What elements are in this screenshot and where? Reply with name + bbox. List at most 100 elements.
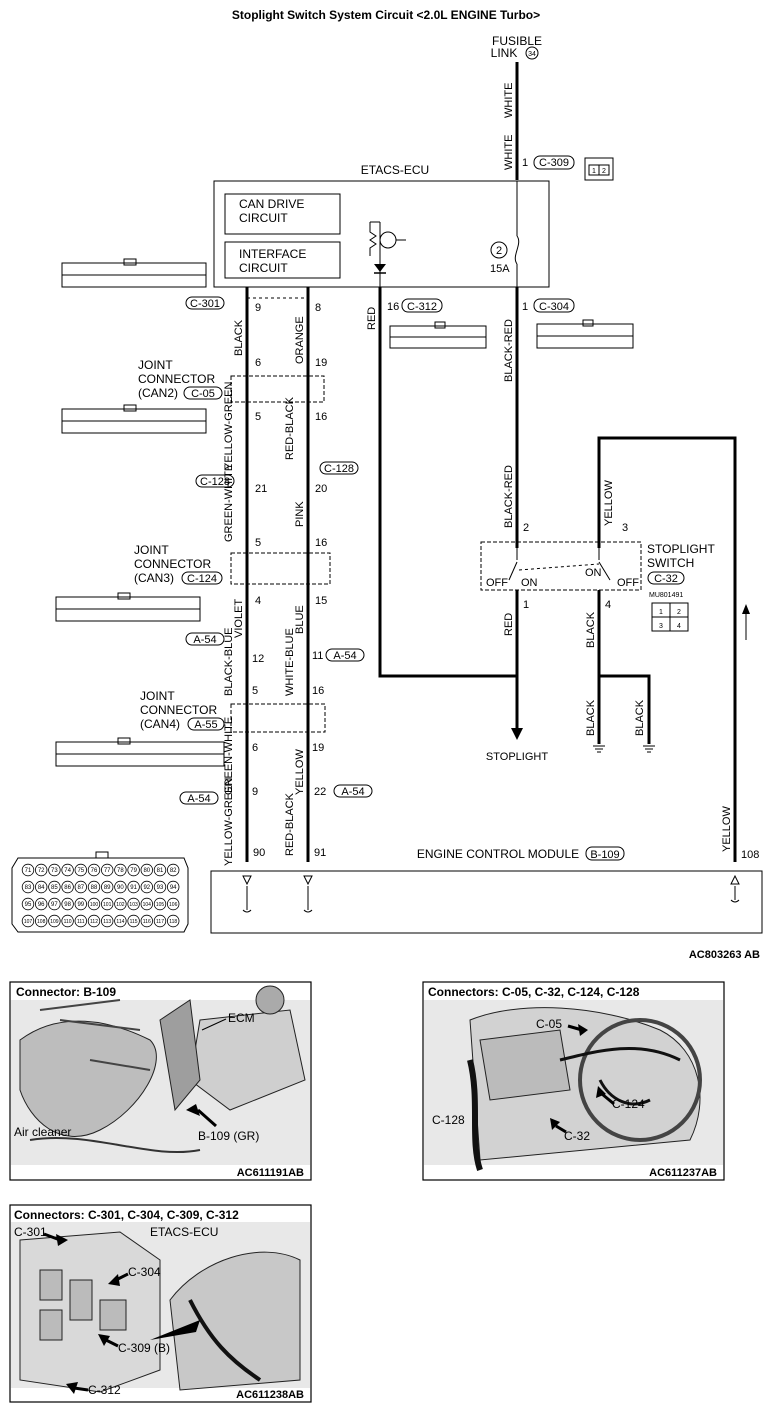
- ecm-pin-label-81: 81: [157, 868, 164, 874]
- switch-blade-b: [598, 561, 611, 581]
- connector-c124-label: C-124: [187, 573, 217, 585]
- ecm-pin-label-78: 78: [117, 868, 124, 874]
- pin-108-ecm: 108: [741, 849, 759, 861]
- can-drive-label-1: CAN DRIVE: [239, 197, 304, 211]
- connector-tag-a54-4: [333, 784, 373, 798]
- ecm-pin-110: [61, 914, 74, 928]
- wire-label-pink: PINK: [294, 501, 306, 527]
- fusible-number: 34: [528, 51, 536, 58]
- ecm-pin-label-85: 85: [51, 885, 58, 891]
- photo-c05-arrow-1: [578, 1024, 588, 1036]
- connector-tag-c124: [181, 571, 223, 585]
- switch-on-right: ON: [585, 567, 602, 579]
- wire-label-black-blue: BLACK-BLUE: [223, 628, 235, 696]
- ecm-pin-78: [114, 863, 127, 877]
- ecm-pin-label-117: 117: [156, 919, 164, 925]
- fuse-symbol: [514, 235, 520, 265]
- wire-red-c312: [378, 287, 517, 678]
- connector-c301-label: C-301: [190, 298, 220, 310]
- ecm-pin-106: [166, 897, 180, 911]
- interface-label-1: INTERFACE: [239, 247, 306, 261]
- interface-label-2: CIRCUIT: [239, 261, 288, 275]
- pin-6-can2: 6: [255, 357, 261, 369]
- pin-16-can4: 16: [312, 685, 324, 697]
- connector-c304-label: C-304: [539, 301, 569, 313]
- ecm-pin-label-112: 112: [90, 919, 98, 925]
- photo-c05-dash-image: [424, 1000, 723, 1171]
- photo-c301-c312: C-312: [88, 1383, 121, 1397]
- ecm-pin-label-98: 98: [64, 902, 71, 908]
- connector-tag-c312: [401, 298, 443, 313]
- ecm-connector-icon: [11, 851, 189, 933]
- connector-16pin-icon-c304: [536, 319, 634, 349]
- ecm-pin-label-76: 76: [91, 868, 98, 874]
- photo-b109-code: AC611191AB: [237, 1167, 304, 1179]
- ecm-pin-label-110: 110: [64, 919, 72, 925]
- ecm-input-symbol-2: [303, 875, 313, 913]
- ecm-pin-85: [48, 880, 61, 894]
- connector-a54-label-1: A-54: [193, 634, 216, 646]
- ecm-box: [210, 870, 763, 934]
- connector-a54-label-3: A-54: [187, 793, 210, 805]
- pin-5-can2: 5: [255, 411, 261, 423]
- photo-c301-c301: C-301: [14, 1225, 47, 1239]
- wire-yellow-switch: [597, 436, 737, 862]
- ecm-pin-101: [100, 897, 114, 911]
- c309-pin1-num: 1: [592, 168, 596, 175]
- ecm-pin-81: [153, 863, 167, 877]
- photo-c301-c309: C-309 (B): [118, 1341, 170, 1355]
- ecm-pin-label-108: 108: [37, 919, 46, 925]
- ecm-pin-label-74: 74: [64, 868, 71, 874]
- joint-can3-label-3: (CAN3): [134, 571, 174, 585]
- ecm-pin-95: [21, 897, 35, 911]
- ecm-pin-109: [48, 914, 61, 928]
- ecm-pin-104: [140, 897, 154, 911]
- connector-tag-c05: [183, 386, 223, 400]
- photo-b109-conn: B-109 (GR): [198, 1129, 259, 1143]
- connector-24pin-icon-1: [61, 258, 207, 288]
- ecm-pin-105: [153, 897, 167, 911]
- pin-9-c301: 9: [255, 302, 261, 314]
- joint-can3-label-2: CONNECTOR: [134, 557, 211, 571]
- ecm-pin-103: [127, 897, 140, 911]
- ecm-pin-label-87: 87: [77, 885, 84, 891]
- wire-label-yellow-2: YELLOW: [603, 480, 615, 526]
- photo-c301-arrow-2-shaft: [115, 1272, 129, 1282]
- c32-pin1: 1: [659, 609, 663, 616]
- ecm-pin-label-115: 115: [130, 919, 138, 925]
- ecm-pin-label-96: 96: [38, 902, 45, 908]
- photo-c301-arrow-3-shaft: [105, 1338, 119, 1348]
- connector-c309-label: C-309: [539, 157, 569, 169]
- joint-connector-can2-box: [230, 375, 325, 403]
- photo-c05-arrow-3-shaft: [555, 1124, 567, 1134]
- stoplight-label: STOPLIGHT: [486, 751, 548, 763]
- switch-off-left: OFF: [486, 577, 508, 589]
- ecm-pin-71: [21, 863, 35, 877]
- wire-label-blue: BLUE: [294, 605, 306, 634]
- wire-label-red-2: RED: [503, 613, 515, 636]
- photo-c05-c32: C-32: [564, 1129, 590, 1143]
- photo-b109-air: Air cleaner: [14, 1125, 71, 1139]
- pin-16-c312: 16: [387, 301, 399, 313]
- ecm-pin-label-116: 116: [143, 919, 151, 925]
- wire-black-ground-2: [599, 674, 651, 744]
- photo-c05-arrow-1-shaft: [567, 1024, 583, 1032]
- ecm-pin-label-82: 82: [170, 868, 177, 874]
- photo-b109-title: Connector: B-109: [16, 985, 116, 999]
- ecm-pin-79: [127, 863, 140, 877]
- c309-pin2-num: 2: [602, 168, 606, 175]
- etacs-label: ETACS-ECU: [361, 163, 429, 177]
- ecm-pin-86: [61, 880, 74, 894]
- wire-label-yellow-3: YELLOW: [721, 806, 733, 852]
- pin-8-c301: 8: [315, 302, 321, 314]
- pin-91-ecm: 91: [314, 847, 326, 859]
- fusible-label-1: FUSIBLE: [492, 34, 542, 48]
- ecm-pin-label-109: 109: [50, 919, 59, 925]
- ecm-pin-label-118: 118: [169, 919, 177, 925]
- pin-20-c128: 20: [315, 483, 327, 495]
- ecm-pin-89: [100, 880, 114, 894]
- ecm-pin-100: [87, 897, 101, 911]
- ecm-pin-77: [100, 863, 114, 877]
- joint-can4-label-1: JOINT: [140, 689, 175, 703]
- photo-c05-arrow-3: [550, 1118, 560, 1130]
